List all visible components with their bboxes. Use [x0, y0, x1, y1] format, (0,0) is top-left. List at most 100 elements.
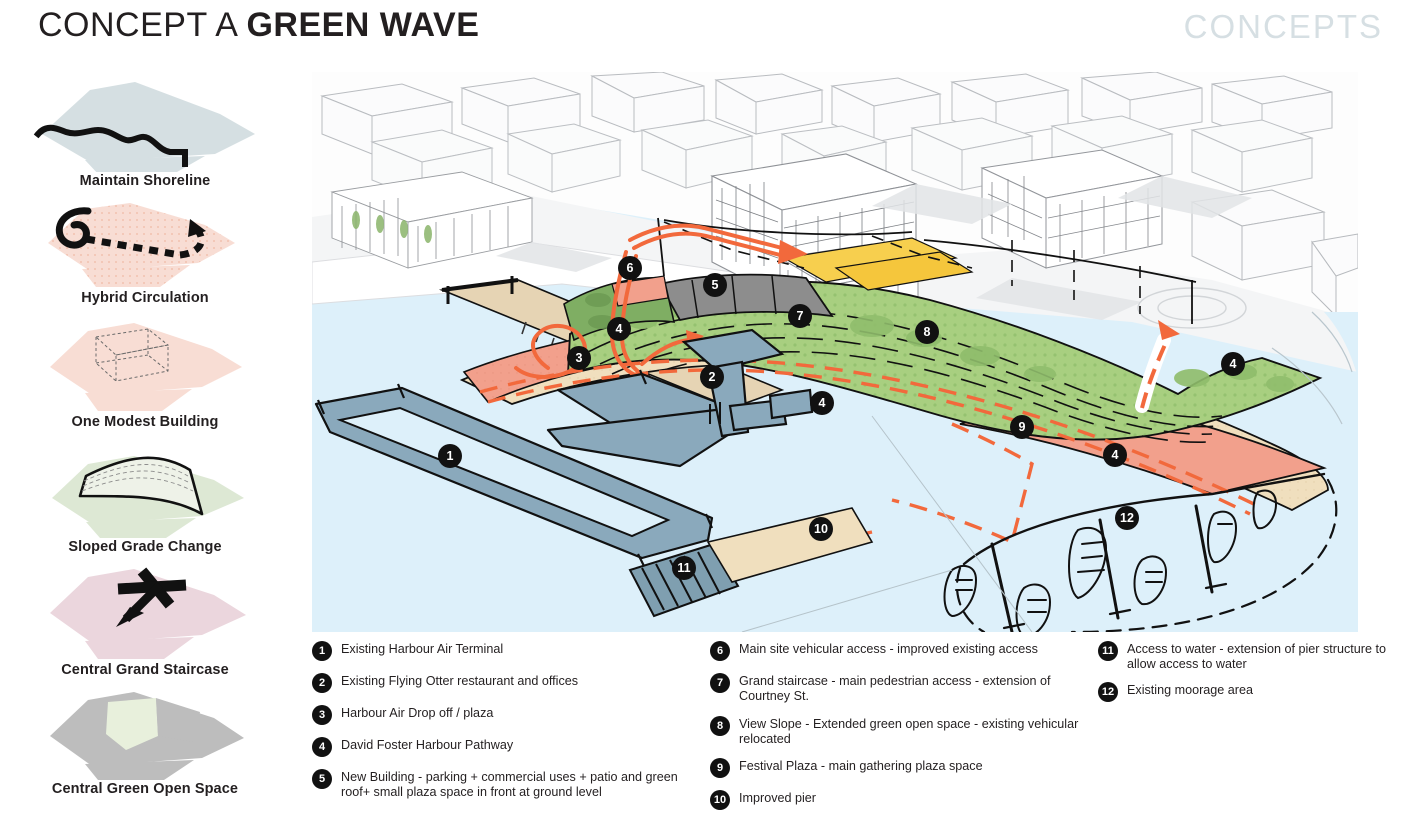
wireframe-box-icon	[50, 323, 242, 411]
legend-number: 2	[312, 673, 332, 693]
map-marker-12[interactable]: 12	[1115, 506, 1139, 530]
map-marker-4c[interactable]: 4	[1103, 443, 1127, 467]
legend-label: David Foster Harbour Pathway	[341, 738, 514, 752]
legend-number: 4	[312, 737, 332, 757]
legend-number: 3	[312, 705, 332, 725]
dashed-loop-arrow-icon	[48, 203, 235, 287]
legend-label: New Building - parking + commercial uses…	[341, 770, 678, 800]
map-marker-2[interactable]: 2	[700, 365, 724, 389]
legend-number: 6	[710, 641, 730, 661]
legend-label: Access to water - extension of pier stru…	[1127, 642, 1386, 672]
page-title: CONCEPT A GREEN WAVE	[38, 6, 479, 45]
sidebar-item-central-grand-staircase: Central Grand Staircase	[0, 563, 290, 686]
legend-item[interactable]: 4 David Foster Harbour Pathway	[312, 736, 702, 758]
site-plan-svg	[312, 72, 1358, 632]
sidebar-item-hybrid-circulation: Hybrid Circulation	[0, 197, 290, 315]
cross-arrow-icon	[50, 567, 246, 659]
city-massing-group	[312, 72, 1358, 372]
legend-label: View Slope - Extended green open space -…	[739, 716, 1079, 747]
marker-number: 7	[796, 308, 804, 323]
legend-label: Festival Plaza - main gathering plaza sp…	[739, 759, 983, 774]
marker-number: 4	[1111, 447, 1119, 462]
marker-number: 5	[711, 277, 719, 292]
map-marker-4b[interactable]: 4	[810, 391, 834, 415]
legend-number: 1	[312, 641, 332, 661]
legend-item[interactable]: 1 Existing Harbour Air Terminal	[312, 640, 702, 662]
marker-number: 3	[575, 350, 583, 365]
marker-number: 9	[1018, 419, 1026, 434]
legend-number: 7	[710, 673, 730, 693]
strategy-sidebar: Maintain Shoreline Hybrid Circulation	[0, 72, 300, 817]
sidebar-item-maintain-shoreline: Maintain Shoreline	[0, 72, 290, 197]
legend-item[interactable]: 3 Harbour Air Drop off / plaza	[312, 704, 702, 726]
sidebar-item-label: Central Grand Staircase	[61, 662, 229, 678]
moorage-area	[943, 472, 1338, 632]
legend-label: Improved pier	[739, 791, 816, 806]
map-marker-4a[interactable]: 4	[607, 317, 631, 341]
section-label: CONCEPTS	[1183, 8, 1383, 45]
marker-number: 8	[923, 324, 931, 339]
map-marker-10[interactable]: 10	[809, 517, 833, 541]
legend-label: Existing moorage area	[1127, 682, 1254, 697]
sidebar-item-label: One Modest Building	[71, 414, 219, 430]
legend-label: Existing Flying Otter restaurant and off…	[341, 674, 579, 688]
legend-item[interactable]: 11 Access to water - extension of pier s…	[1098, 640, 1388, 673]
marker-number: 10	[814, 521, 828, 536]
page-title-emphasis: GREEN WAVE	[246, 6, 480, 44]
legend-label: Existing Harbour Air Terminal	[341, 642, 504, 656]
legend-label: Grand staircase - main pedestrian access…	[739, 674, 1051, 704]
legend-item[interactable]: 12 Existing moorage area	[1098, 681, 1388, 703]
marker-number: 1	[446, 448, 454, 463]
sidebar-item-label: Sloped Grade Change	[68, 539, 222, 555]
sidebar-item-one-modest-building: One Modest Building	[0, 315, 290, 438]
page-header: CONCEPT A GREEN WAVE CONCEPTS	[0, 0, 1401, 62]
legend-label: Harbour Air Drop off / plaza	[341, 706, 494, 720]
map-marker-4d[interactable]: 4	[1221, 352, 1245, 376]
legend-item[interactable]: 9 Festival Plaza - main gathering plaza …	[710, 757, 1092, 779]
site-plan-illustration: 1 2 3 4 4 4 4 5 6 7 8 9 10 11 12	[312, 72, 1358, 632]
legend-number: 8	[710, 715, 730, 736]
marker-number: 12	[1120, 510, 1134, 525]
marker-number: 4	[818, 395, 826, 410]
legend-item[interactable]: 8 View Slope - Extended green open space…	[710, 715, 1092, 748]
map-marker-8[interactable]: 8	[915, 320, 939, 344]
map-marker-3[interactable]: 3	[567, 346, 591, 370]
map-marker-1[interactable]: 1	[438, 444, 462, 468]
legend-column-2: 6 Main site vehicular access - improved …	[710, 640, 1092, 821]
yellow-building-zone	[782, 237, 958, 283]
legend-number: 11	[1098, 641, 1118, 661]
legend-label: Main site vehicular access - improved ex…	[739, 642, 1038, 656]
legend-item[interactable]: 6 Main site vehicular access - improved …	[710, 640, 1092, 662]
harbour-pathway-route	[479, 358, 1259, 545]
legend-column-3: 11 Access to water - extension of pier s…	[1098, 640, 1388, 713]
marker-number: 4	[615, 321, 623, 336]
sidebar-item-central-green-open-space: Central Green Open Space	[0, 686, 290, 806]
legend-number: 5	[312, 769, 332, 789]
legend-item[interactable]: 7 Grand staircase - main pedestrian acce…	[710, 672, 1092, 705]
curved-slope-icon	[52, 456, 244, 538]
sidebar-item-label: Hybrid Circulation	[81, 290, 209, 306]
plan-key-legend: 1 Existing Harbour Air Terminal 2 Existi…	[0, 640, 1401, 830]
legend-number: 10	[710, 790, 730, 811]
map-marker-6[interactable]: 6	[618, 256, 642, 280]
map-marker-7[interactable]: 7	[788, 304, 812, 328]
legend-number: 12	[1098, 681, 1118, 702]
legend-item[interactable]: 10 Improved pier	[710, 789, 1092, 811]
map-marker-9[interactable]: 9	[1010, 415, 1034, 439]
map-marker-5[interactable]: 5	[703, 273, 727, 297]
legend-number: 9	[710, 758, 730, 779]
legend-item[interactable]: 5 New Building - parking + commercial us…	[312, 768, 702, 801]
marker-number: 6	[626, 260, 634, 275]
map-marker-11[interactable]: 11	[672, 556, 696, 580]
marker-number: 2	[708, 369, 716, 384]
legend-item[interactable]: 2 Existing Flying Otter restaurant and o…	[312, 672, 702, 694]
sidebar-item-label: Maintain Shoreline	[79, 173, 211, 189]
marker-number: 4	[1229, 356, 1237, 371]
green-wedge-icon	[50, 692, 244, 780]
marker-number: 11	[677, 560, 691, 575]
legend-column-1: 1 Existing Harbour Air Terminal 2 Existi…	[312, 640, 702, 809]
sidebar-item-sloped-grade-change: Sloped Grade Change	[0, 438, 290, 563]
sidebar-item-label: Central Green Open Space	[51, 781, 239, 797]
page-title-prefix: CONCEPT A	[38, 6, 247, 44]
